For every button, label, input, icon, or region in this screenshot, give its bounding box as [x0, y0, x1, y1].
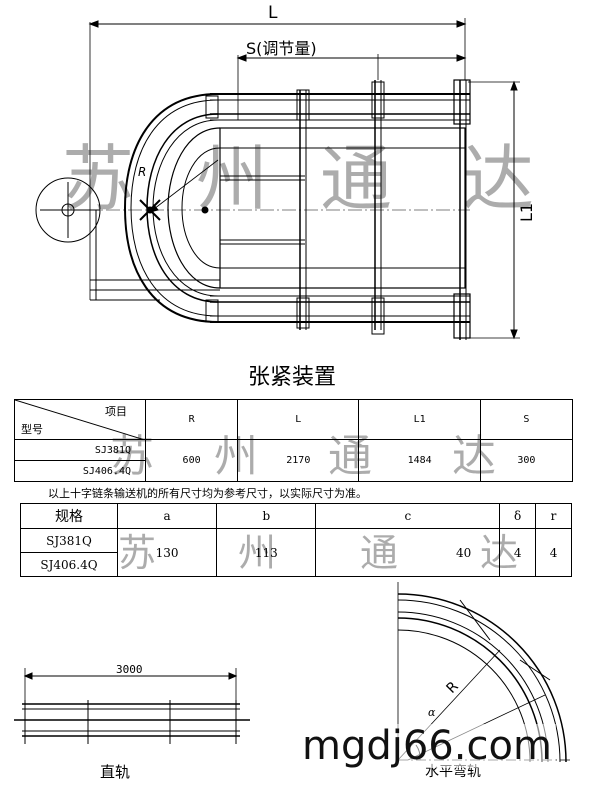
- table1-header-cell: L1: [358, 399, 481, 440]
- table2-header-cell: r: [535, 503, 572, 529]
- straight-rail-drawing: [14, 668, 250, 744]
- table2-value-cell: 4: [499, 528, 537, 577]
- dim-R-label: R: [138, 165, 146, 179]
- table1-value-cell: 2170: [237, 439, 360, 482]
- table1-model-cell: SJ381Q: [14, 439, 146, 461]
- dimension-table-2: 规格 a b c δ r SJ381Q 130 113 40 4 4 SJ406…: [20, 503, 572, 577]
- tensioner-drawing: [35, 18, 520, 340]
- table2-header-cell: δ: [499, 503, 537, 529]
- table1-corner-cell: 项目 型号: [14, 399, 146, 440]
- site-watermark: mgdj66.com: [298, 724, 556, 768]
- table1-model-cell: SJ406.4Q: [14, 460, 146, 482]
- table2-model-cell: SJ381Q: [20, 528, 118, 553]
- table2-value-cell: 40: [315, 528, 501, 577]
- table2-value-cell: 130: [116, 528, 218, 577]
- table1-header-cell: S: [479, 399, 574, 440]
- dim-L1-label: L1: [517, 203, 536, 222]
- table1-header-cell: R: [144, 399, 239, 440]
- table1-header-cell: L: [237, 399, 360, 440]
- table2-value-cell: 4: [535, 528, 572, 577]
- table1-value-cell: 300: [479, 439, 574, 482]
- table2-header-cell: b: [216, 503, 317, 529]
- table2-header-label: 规格: [20, 503, 118, 529]
- table2-header-cell: c: [315, 503, 501, 529]
- table1-value-cell: 1484: [358, 439, 481, 482]
- straight-rail-caption: 直轨: [100, 763, 130, 781]
- table2-value-cell: 113: [216, 528, 317, 577]
- table1-corner-bottom: 型号: [21, 423, 43, 436]
- dim-L-label: L: [268, 3, 278, 23]
- drawing-caption: 张紧装置: [248, 365, 336, 390]
- reference-note: 以上十字链条输送机的所有尺寸均为参考尺寸，以实际尺寸为准。: [48, 487, 367, 500]
- table2-header-cell: a: [116, 503, 218, 529]
- table2-model-cell: SJ406.4Q: [20, 552, 118, 577]
- table1-value-cell: 600: [144, 439, 239, 482]
- table1-corner-top: 项目: [105, 405, 127, 418]
- curve-rail-alpha-label: α: [428, 706, 436, 719]
- diagonal-line: [15, 400, 145, 440]
- straight-rail-length: 3000: [116, 663, 143, 676]
- dim-S-label: S(调节量): [246, 39, 317, 58]
- dimension-table-1: 项目 型号 R L L1 S SJ381Q 600 2170 1484 300 …: [14, 399, 574, 482]
